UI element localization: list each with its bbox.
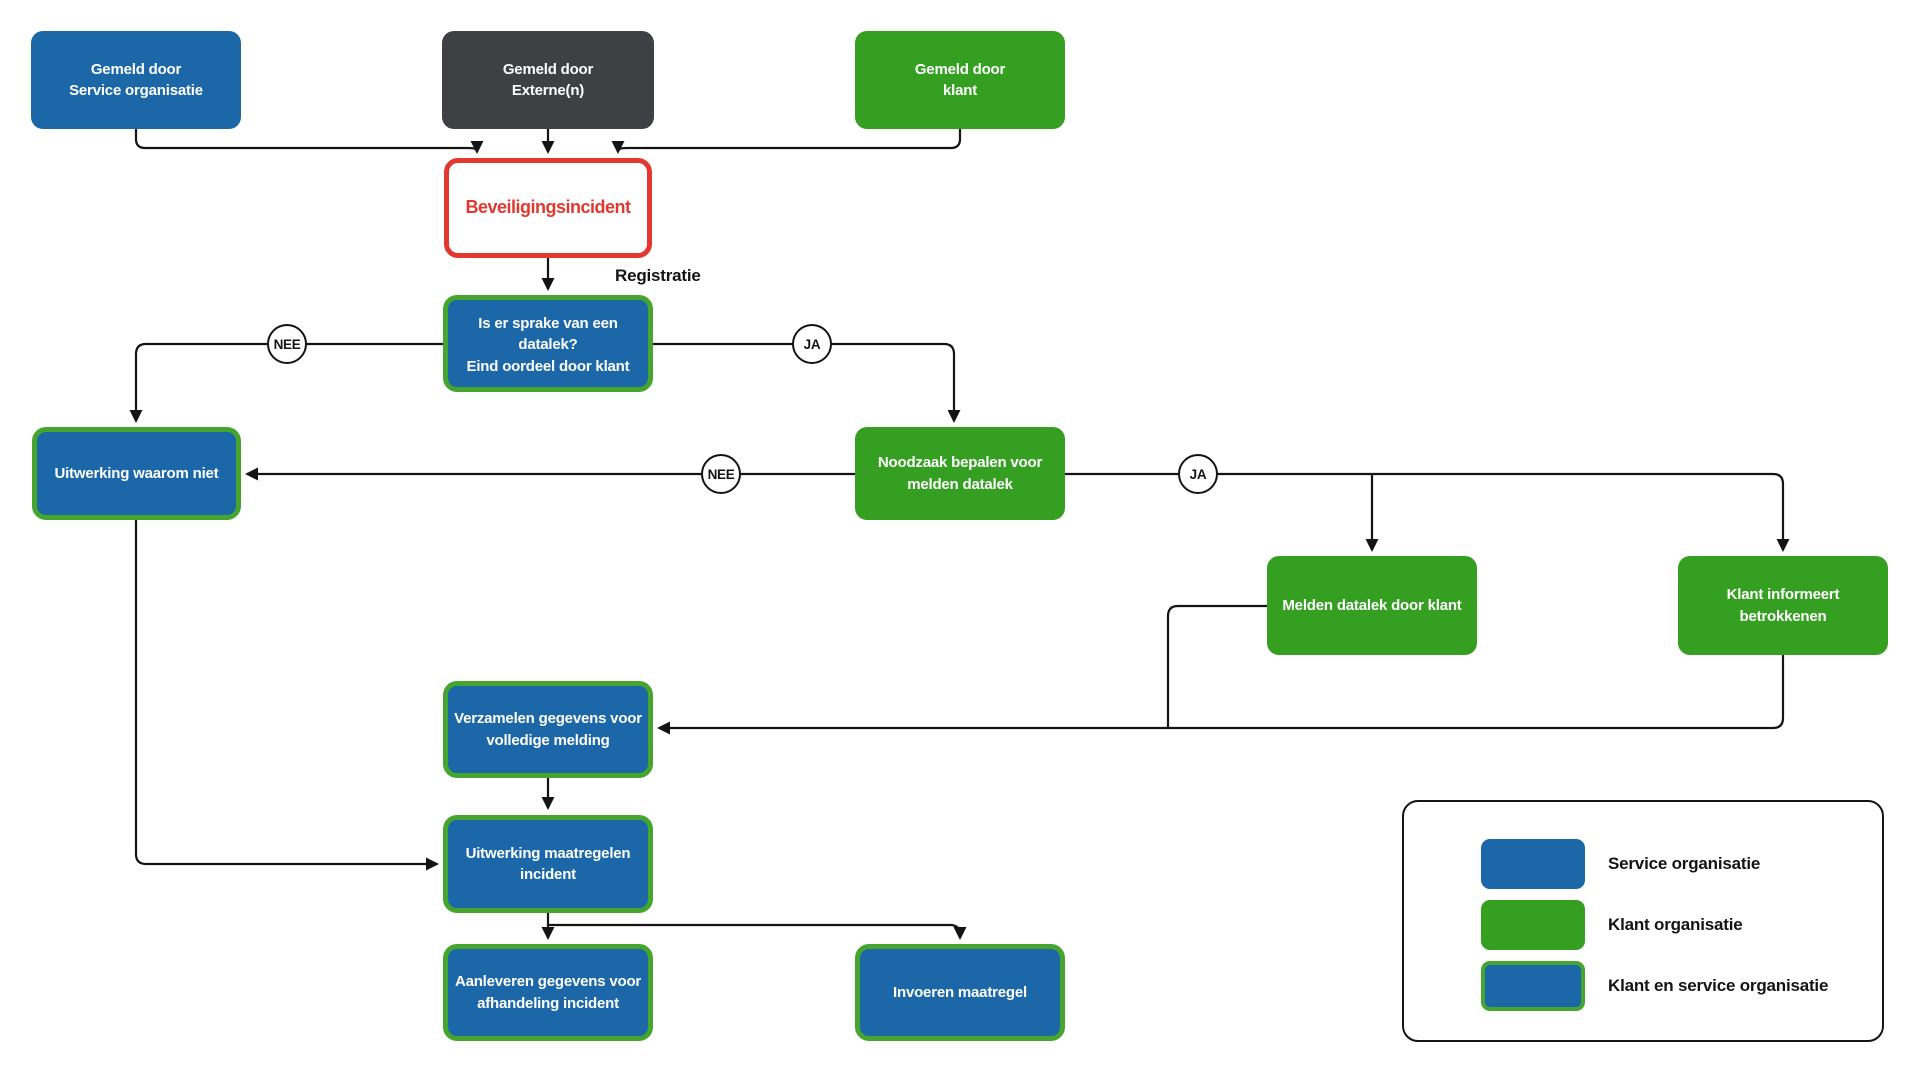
node-uitwerking-waarom-niet: Uitwerking waarom niet: [32, 427, 241, 520]
decision-question: Is er sprake van een datalek?: [478, 315, 618, 354]
node-label: Noodzaak bepalen voor: [877, 454, 1043, 472]
label-nee-1: NEE: [267, 324, 307, 364]
legend-swatch-klant-en-service-organisatie: [1481, 961, 1585, 1011]
connector-klant-informeert-to-verzamelen: [657, 655, 1785, 735]
connector-service-to-incident: [134, 129, 484, 154]
node-label: Uitwerking maatregelen: [465, 844, 631, 862]
label-nee-2: NEE: [701, 454, 741, 494]
connector-melden-datalek-join: [1166, 604, 1267, 728]
node-verzamelen-gegevens: Verzamelen gegevens voor volledige meldi…: [443, 681, 653, 778]
node-invoeren-maatregel: Invoeren maatregel: [855, 944, 1065, 1041]
node-label: betrokkenen: [1739, 607, 1827, 625]
node-label: Invoeren maatregel: [893, 983, 1027, 1001]
node-label: Aanleveren gegevens voor: [454, 973, 642, 991]
node-label: Service organisatie: [69, 82, 203, 99]
legend-label: Klant organisatie: [1608, 915, 1743, 934]
node-label: Gemeld door: [90, 60, 182, 78]
decision-note: Eind oordeel door klant: [466, 357, 630, 375]
node-label: incident: [520, 866, 576, 883]
node-label: Melden datalek door klant: [1282, 596, 1462, 614]
connector-nee-to-uitwerking-waarom-niet: [129, 342, 443, 423]
legend-item-klant-en-service-organisatie: Klant en service organisatie: [1481, 961, 1882, 1011]
node-label: Verzamelen gegevens voor: [454, 710, 642, 728]
node-label: Uitwerking waarom niet: [54, 464, 219, 482]
legend-box: Service organisatie Klant organisatie Kl…: [1402, 800, 1884, 1042]
legend-label: Service organisatie: [1608, 854, 1761, 873]
node-label: Gemeld door: [914, 60, 1006, 78]
node-label: afhandeling incident: [477, 994, 619, 1012]
node-label: Beveiligingsincident: [465, 197, 631, 218]
node-label: klant: [942, 82, 977, 99]
legend-item-klant-organisatie: Klant organisatie: [1481, 900, 1882, 950]
connector-ja-to-noodzaak: [653, 342, 961, 423]
legend-item-service-organisatie: Service organisatie: [1481, 839, 1882, 889]
node-noodzaak-bepalen: Noodzaak bepalen voor melden datalek: [855, 427, 1065, 520]
connector-waarom-niet-to-uitwerking-maatregelen: [134, 520, 439, 871]
node-label: volledige melding: [486, 731, 610, 749]
node-gemeld-door-externen: Gemeld door Externe(n): [442, 31, 654, 129]
legend-label: Klant en service organisatie: [1608, 976, 1829, 995]
node-label: Klant informeert: [1726, 586, 1840, 604]
connector-klant-to-incident: [611, 129, 962, 154]
label-ja-2: JA: [1178, 454, 1218, 494]
legend-swatch-service-organisatie: [1481, 839, 1585, 889]
node-klant-informeert-betrokkenen: Klant informeert betrokkenen: [1678, 556, 1888, 655]
label-registratie: Registratie: [615, 266, 701, 285]
connector-noodzaak-ja-to-klant-informeert: [1065, 472, 1790, 552]
label-ja-1: JA: [792, 324, 832, 364]
node-datalek-beslissing: Is er sprake van een datalek? Eind oorde…: [443, 295, 653, 392]
legend-swatch-klant-organisatie: [1481, 900, 1585, 950]
node-melden-datalek-door-klant: Melden datalek door klant: [1267, 556, 1477, 655]
node-beveiligingsincident: Beveiligingsincident: [444, 158, 652, 258]
node-label: melden datalek: [907, 475, 1013, 493]
node-gemeld-door-service-organisatie: Gemeld door Service organisatie: [31, 31, 241, 129]
node-gemeld-door-klant: Gemeld door klant: [855, 31, 1065, 129]
node-label: Externe(n): [511, 82, 585, 99]
node-label: Gemeld door: [502, 60, 594, 78]
node-uitwerking-maatregelen: Uitwerking maatregelen incident: [443, 815, 653, 913]
connector-maatregelen-to-invoeren: [548, 923, 967, 940]
node-aanleveren-gegevens: Aanleveren gegevens voor afhandeling inc…: [443, 944, 653, 1041]
